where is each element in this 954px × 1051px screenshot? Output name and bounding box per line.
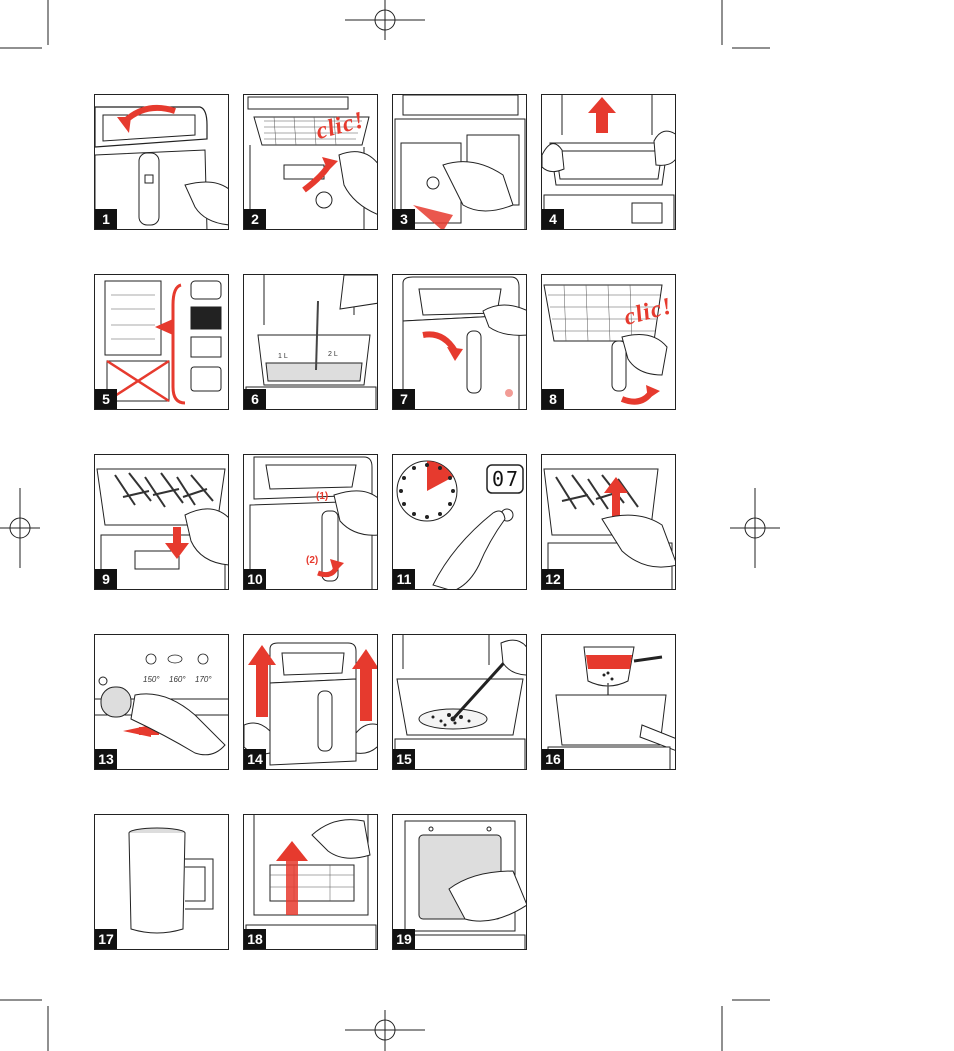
- timer-display: 07: [492, 467, 521, 491]
- step-14-panel: 14: [243, 634, 378, 770]
- step-label-2: (2): [306, 555, 319, 566]
- step-16-panel: 16: [541, 634, 676, 770]
- step-number: 4: [542, 209, 564, 229]
- press-button-illustration: [249, 456, 377, 589]
- step-17-panel: 17: [94, 814, 229, 950]
- step-number: 5: [95, 389, 117, 409]
- step-8-panel: clic! 8: [541, 274, 676, 410]
- step-number: 17: [95, 929, 117, 949]
- step-10-panel: (1) (2) 10: [243, 454, 378, 590]
- lift-basket-illustration: [543, 468, 675, 589]
- step-1-panel: 1: [94, 94, 229, 230]
- step-number: 2: [244, 209, 266, 229]
- skim-oil-illustration: [394, 635, 526, 769]
- pour-oil-illustration: [245, 275, 377, 409]
- step-6-panel: 1 L 2 L 6: [243, 274, 378, 410]
- step-number: 7: [393, 389, 415, 409]
- step-13-panel: 150° 160° 170° 13: [94, 634, 229, 770]
- step-7-panel: 7: [392, 274, 527, 410]
- step-18-panel: 18: [243, 814, 378, 950]
- dishwasher-parts-illustration: [104, 280, 222, 405]
- temp-label: 150°: [143, 675, 160, 684]
- step-number: 1: [95, 209, 117, 229]
- step-number: 9: [95, 569, 117, 589]
- clean-lid-illustration: [394, 820, 526, 949]
- step-2-panel: clic! 2: [243, 94, 378, 230]
- lower-basket-illustration: [96, 468, 228, 589]
- step-15-panel: 15: [392, 634, 527, 770]
- basket-insert-illustration: [247, 96, 377, 229]
- step-label-1: (1): [316, 491, 329, 502]
- step-number: 13: [95, 749, 117, 769]
- step-number: 19: [393, 929, 415, 949]
- step-11-panel: 07 11: [392, 454, 527, 590]
- basket-handle-illustration: [543, 284, 668, 405]
- remove-control-unit-illustration: [394, 95, 526, 229]
- carry-fryer-illustration: [244, 642, 377, 766]
- step-number: 12: [542, 569, 564, 589]
- step-number: 14: [244, 749, 266, 769]
- timer-illustration: [396, 460, 524, 589]
- step-12-panel: 12: [541, 454, 676, 590]
- filter-oil-illustration: [547, 646, 675, 769]
- step-number: 10: [244, 569, 266, 589]
- temperature-slider-illustration: [95, 653, 228, 756]
- step-4-panel: 4: [541, 94, 676, 230]
- step-number: 18: [244, 929, 266, 949]
- remove-filter-illustration: [245, 815, 377, 949]
- step-3-panel: 3: [392, 94, 527, 230]
- step-number: 3: [393, 209, 415, 229]
- temp-label: 170°: [195, 675, 212, 684]
- filter-jug-illustration: [128, 827, 214, 934]
- min-level-mark: 1 L: [278, 353, 288, 360]
- step-number: 6: [244, 389, 266, 409]
- step-9-panel: 9: [94, 454, 229, 590]
- temp-label: 160°: [169, 675, 186, 684]
- step-number: 11: [393, 569, 415, 589]
- step-number: 15: [393, 749, 415, 769]
- close-lid-illustration: [402, 276, 526, 409]
- step-5-panel: 5: [94, 274, 229, 410]
- step-number: 16: [542, 749, 564, 769]
- step-19-panel: 19: [392, 814, 527, 950]
- step-number: 8: [542, 389, 564, 409]
- max-level-mark: 2 L: [328, 351, 338, 358]
- fryer-lid-open-illustration: [95, 105, 228, 229]
